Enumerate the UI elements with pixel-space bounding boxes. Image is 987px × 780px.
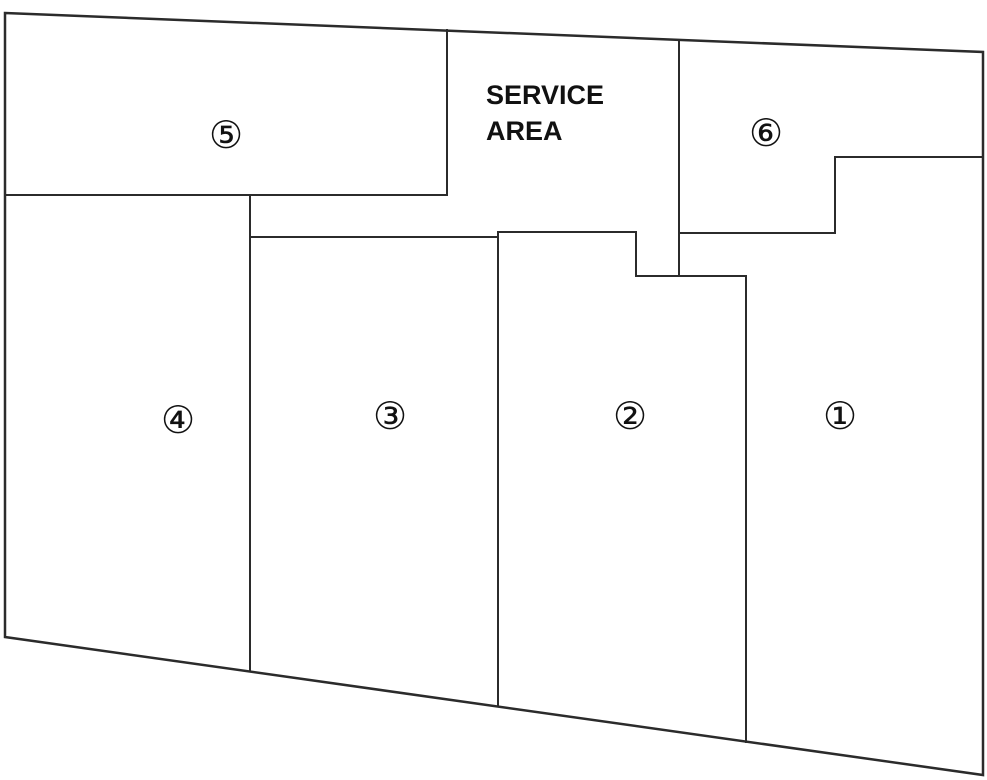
unit-3-label: ③ [373, 394, 407, 438]
unit-4-label: ④ [161, 398, 195, 442]
service-area-label-line1: SERVICE [486, 80, 604, 110]
unit-2-label: ② [613, 394, 647, 438]
wall-unit-6-bottom [678, 156, 984, 234]
service-area-label-line2: AREA [486, 116, 563, 146]
wall-unit-5 [4, 29, 448, 196]
unit-6-label: ⑥ [749, 111, 783, 155]
unit-5-label: ⑤ [209, 113, 243, 157]
unit-1-label: ① [823, 394, 857, 438]
wall-unit-2-top [497, 231, 747, 743]
